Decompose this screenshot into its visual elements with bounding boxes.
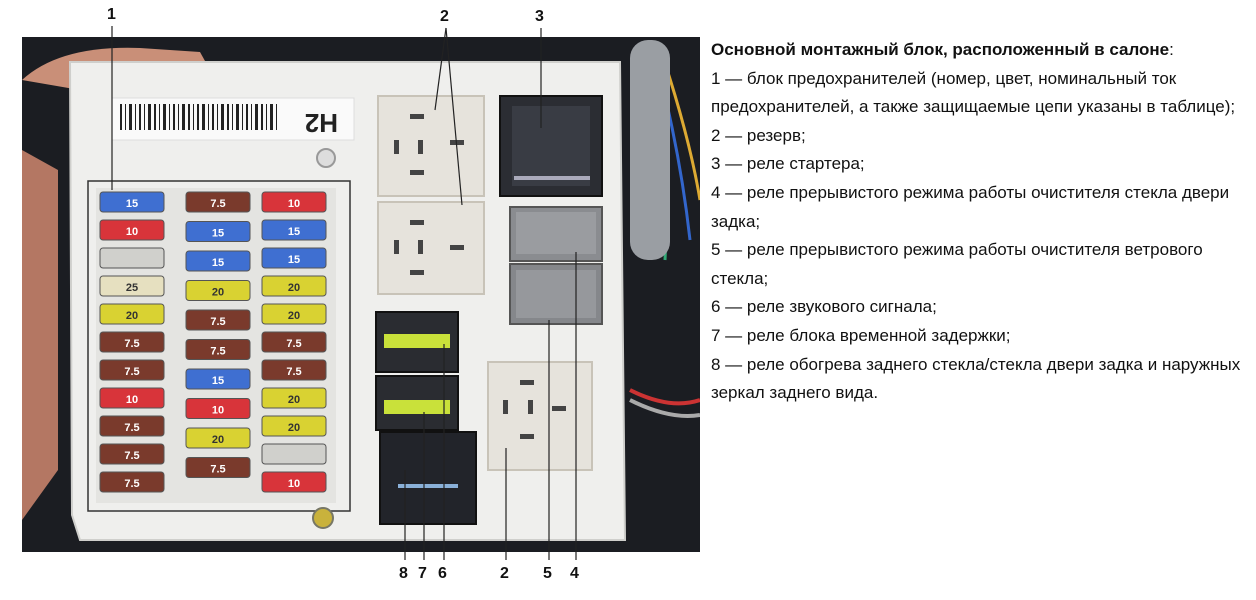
fuse-block-outline — [87, 180, 351, 512]
delay-relay — [375, 375, 459, 431]
fuse-left-9-label: 7.5 — [124, 422, 139, 434]
fuse-left-4 — [99, 275, 165, 297]
fuse-mid-7-label: 15 — [212, 375, 224, 387]
fuse-right-2-label: 15 — [288, 226, 300, 238]
fuse-left-6-label: 7.5 — [124, 338, 139, 350]
fuse-right-5 — [261, 303, 327, 325]
fuse-mid-9 — [185, 427, 251, 449]
fuse-mid-10 — [185, 457, 251, 478]
fuse-left-9 — [99, 415, 165, 437]
fuse-right-4-label: 20 — [288, 282, 300, 294]
callout-4: 4 — [570, 565, 579, 582]
fuse-mid-2-label: 15 — [212, 228, 224, 240]
legend-item-6: 6 — реле звукового сигнала; — [711, 297, 937, 317]
fuse-left-8-label: 10 — [126, 394, 138, 406]
fuse-mid-8-label: 10 — [212, 405, 224, 417]
fuse-right-1-label: 10 — [288, 198, 300, 210]
fuse-right-6 — [261, 331, 327, 353]
fuse-mid-7 — [185, 368, 251, 390]
horn-relay — [375, 311, 459, 373]
windshield-wiper-relay — [509, 263, 603, 325]
fuse-mid-4-label: 20 — [212, 287, 224, 299]
leader-lines — [111, 26, 577, 560]
rear-heater-relay — [379, 431, 477, 525]
fuse-mid-9-label: 20 — [212, 434, 224, 446]
fuse-left-11-label: 7.5 — [124, 478, 139, 490]
fuse-mid-1-label: 7.5 — [210, 198, 225, 210]
fuse-left-7-label: 7.5 — [124, 366, 139, 378]
fuse-mid-1 — [185, 191, 251, 213]
legend-item-5: 5 — реле прерывистого режима работы очис… — [711, 240, 1203, 288]
starter-relay — [499, 95, 603, 197]
fuse-mid-5 — [185, 309, 251, 331]
fuse-mid-10-label: 7.5 — [210, 464, 225, 476]
fuse-right-11-label: 10 — [288, 478, 300, 490]
callout-2-top: 2 — [440, 8, 449, 25]
fuse-right-5-label: 20 — [288, 310, 300, 322]
fuse-left-2-label: 10 — [126, 226, 138, 238]
fuse-right-4 — [261, 275, 327, 297]
fuse-right-10 — [261, 443, 327, 465]
fuse-left-7 — [99, 359, 165, 381]
fuse-mid-5-label: 7.5 — [210, 316, 225, 328]
fuse-right-9 — [261, 415, 327, 437]
fuse-mid-2 — [185, 221, 251, 242]
screw — [312, 507, 334, 529]
callout-2-bottom: 2 — [500, 565, 509, 582]
legend-item-2: 2 — резерв; — [711, 125, 806, 145]
fuse-right-8 — [261, 387, 327, 409]
rear-wiper-relay — [509, 206, 603, 262]
fuse-left-1 — [99, 191, 165, 213]
fuse-left-10 — [99, 443, 165, 465]
fuse-grid: 15 10 25 20 7.5 7.5 10 7.5 7.5 7.5 7.5 15 15 20 7.5 7.5… — [99, 191, 327, 493]
fuse-right-7 — [261, 359, 327, 381]
reserve-socket-bottom — [487, 361, 593, 471]
fuse-mid-8 — [185, 398, 251, 419]
fuse-mid-3-label: 15 — [212, 257, 224, 269]
fuse-left-8 — [99, 387, 165, 409]
fuse-left-2 — [99, 219, 165, 241]
fuse-left-3 — [99, 247, 165, 269]
box-label: H2 — [305, 108, 338, 138]
fuse-mid-3 — [185, 250, 251, 272]
fuse-mid-6-label: 7.5 — [210, 346, 225, 358]
callout-1: 1 — [107, 6, 116, 23]
legend-item-3: 3 — реле стартера; — [711, 154, 865, 174]
callout-8: 8 — [399, 565, 408, 582]
callout-3: 3 — [535, 8, 544, 25]
fuse-mid-6 — [185, 339, 251, 360]
legend-title: Основной монтажный блок, расположенный в… — [711, 40, 1170, 59]
reserve-socket-middle — [377, 201, 485, 295]
fuse-right-8-label: 20 — [288, 394, 300, 406]
callout-5: 5 — [543, 565, 552, 582]
legend: Основной монтажный блок, расположенный в… — [711, 36, 1246, 408]
fuse-right-9-label: 20 — [288, 422, 300, 434]
fuse-left-11 — [99, 471, 165, 493]
fuse-mid-4 — [185, 280, 251, 301]
legend-item-4: 4 — реле прерывистого режима работы очис… — [711, 182, 1230, 231]
fuse-left-1-label: 15 — [126, 198, 138, 210]
fuse-left-5-label: 20 — [126, 310, 138, 322]
callout-7: 7 — [418, 565, 427, 582]
fuse-left-10-label: 7.5 — [124, 450, 139, 462]
wires — [629, 40, 700, 418]
fuse-right-3 — [261, 247, 327, 269]
fuse-right-3-label: 15 — [288, 254, 300, 266]
fuse-right-7-label: 7.5 — [286, 366, 301, 378]
fuse-left-5 — [99, 303, 165, 325]
fuse-right-6-label: 7.5 — [286, 338, 301, 350]
reserve-socket-top — [377, 95, 485, 197]
fuse-right-2 — [261, 219, 327, 241]
fuse-left-6 — [99, 331, 165, 353]
barcode-label: H2 — [111, 97, 355, 141]
fuse-left-4-label: 25 — [126, 282, 138, 294]
fuse-right-1 — [261, 191, 327, 213]
callout-6: 6 — [438, 565, 447, 582]
fuse-right-11 — [261, 471, 327, 493]
legend-item-1: 1 — блок предохранителей (номер, цвет, н… — [711, 68, 1236, 117]
fuse-box-photo: H2 15 10 25 20 7.5 7.5 10 7.5 7.5 7.5 7.5 15 15 20 7.5… — [22, 26, 700, 560]
legend-item-7: 7 — реле блока временной задержки; — [711, 325, 1011, 345]
legend-item-8: 8 — реле обогрева заднего стекла/стекла … — [711, 354, 1241, 403]
